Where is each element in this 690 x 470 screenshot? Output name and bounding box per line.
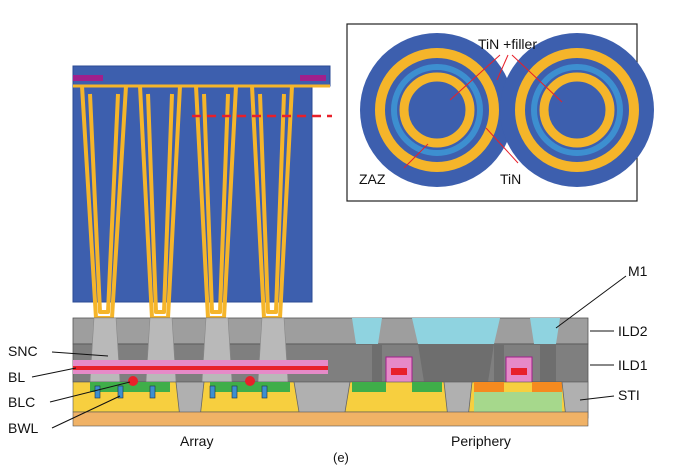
periphery-gates (385, 356, 533, 384)
label-snc: SNC (8, 343, 38, 359)
cylinder-right (515, 48, 639, 172)
inset-label-tin: TiN (500, 171, 521, 187)
panel-label: (e) (333, 450, 349, 465)
region-label-array: Array (180, 433, 213, 449)
m1-pads (352, 318, 560, 344)
region-label-periphery: Periphery (451, 433, 511, 449)
right-labels: M1 ILD2 ILD1 STI (555, 263, 648, 403)
blc-contact (245, 376, 255, 386)
bit-line (73, 360, 328, 374)
label-bl: BL (8, 369, 25, 385)
capacitor-array (72, 65, 332, 320)
inset-label-tin-filler: TiN +filler (478, 36, 537, 52)
substrate-base (72, 411, 589, 427)
label-sti: STI (618, 387, 640, 403)
inset-label-zaz: ZAZ (359, 171, 386, 187)
label-blc: BLC (8, 394, 35, 410)
label-ild2: ILD2 (618, 323, 648, 339)
left-labels: SNC BL BLC BWL (8, 343, 131, 436)
device-stack (72, 317, 589, 427)
inset-top-view: TiN +filler ZAZ TiN (346, 23, 654, 202)
blc-contact (128, 376, 138, 386)
label-ild1: ILD1 (618, 357, 648, 373)
buried-wordlines (94, 385, 268, 399)
label-m1: M1 (628, 263, 648, 279)
cylinder-left (375, 48, 499, 172)
label-bwl: BWL (8, 420, 39, 436)
